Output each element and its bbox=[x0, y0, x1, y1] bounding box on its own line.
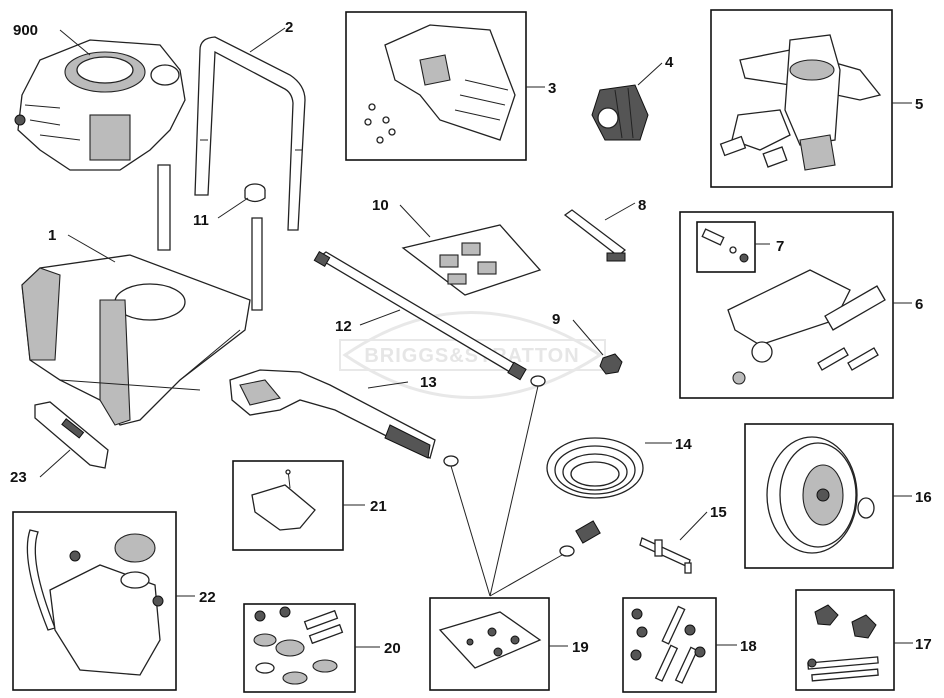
part-6-unloader[interactable] bbox=[727, 269, 886, 385]
part-6-box bbox=[679, 211, 894, 399]
label-18: 18 bbox=[740, 638, 757, 655]
label-11: 11 bbox=[193, 212, 209, 229]
part-19-box bbox=[429, 597, 550, 691]
part-14-hose[interactable] bbox=[546, 437, 644, 544]
label-10: 10 bbox=[372, 197, 389, 214]
watermark-text: BRIGGS&STRATTON bbox=[364, 345, 579, 367]
o-ring-hose[interactable] bbox=[559, 545, 575, 557]
part-15-axle[interactable] bbox=[639, 537, 692, 574]
part-16-wheel[interactable] bbox=[766, 436, 875, 554]
label-7: 7 bbox=[776, 238, 784, 255]
label-8: 8 bbox=[638, 197, 646, 214]
brand-watermark: BRIGGS&STRATTON bbox=[339, 311, 606, 399]
part-900-engine[interactable] bbox=[14, 39, 186, 171]
label-13: 13 bbox=[420, 374, 437, 391]
part-8-strap[interactable] bbox=[563, 209, 627, 262]
part-19-o-ring-kit[interactable] bbox=[438, 611, 542, 669]
part-21-cover[interactable] bbox=[251, 469, 316, 531]
part-7-valve[interactable] bbox=[701, 228, 749, 263]
part-5-box bbox=[710, 9, 893, 188]
part-3-bracket[interactable] bbox=[364, 24, 516, 144]
part-22-box bbox=[12, 511, 177, 691]
part-23-plate[interactable] bbox=[34, 401, 109, 469]
label-21: 21 bbox=[370, 498, 387, 515]
part-9-nut[interactable] bbox=[599, 353, 623, 375]
label-2: 2 bbox=[285, 19, 293, 36]
part-19-leader-lines bbox=[450, 385, 563, 597]
part-7-box bbox=[696, 221, 756, 273]
part-3-box bbox=[345, 11, 527, 161]
label-19: 19 bbox=[572, 639, 589, 656]
part-4-nozzle[interactable] bbox=[591, 84, 649, 141]
part-11-cap[interactable] bbox=[244, 183, 266, 203]
label-14: 14 bbox=[675, 436, 692, 453]
label-16: 16 bbox=[915, 489, 932, 506]
label-3: 3 bbox=[548, 80, 556, 97]
part-5-pump[interactable] bbox=[719, 34, 882, 171]
label-4: 4 bbox=[665, 54, 674, 71]
o-ring-gun[interactable] bbox=[443, 455, 459, 467]
part-13-spray-gun[interactable] bbox=[229, 369, 436, 459]
label-1: 1 bbox=[48, 227, 56, 244]
part-1-frame[interactable] bbox=[21, 164, 263, 426]
label-6: 6 bbox=[915, 296, 923, 313]
label-9: 9 bbox=[552, 311, 560, 328]
label-15: 15 bbox=[710, 504, 727, 521]
part-2-handle[interactable] bbox=[194, 36, 306, 231]
part-20-box bbox=[243, 603, 356, 693]
part-18-bolts[interactable] bbox=[630, 605, 706, 684]
part-17-knobs[interactable] bbox=[807, 604, 879, 682]
label-5: 5 bbox=[915, 96, 923, 113]
label-20: 20 bbox=[384, 640, 401, 657]
label-900: 900 bbox=[13, 22, 38, 39]
part-22-fuel-tank[interactable] bbox=[26, 529, 164, 676]
label-17: 17 bbox=[915, 636, 932, 653]
o-ring-lance[interactable] bbox=[530, 375, 546, 387]
part-20-isolators[interactable] bbox=[253, 606, 344, 685]
label-22: 22 bbox=[199, 589, 216, 606]
part-17-box bbox=[795, 589, 895, 691]
label-23: 23 bbox=[10, 469, 27, 486]
label-12: 12 bbox=[335, 318, 352, 335]
part-12-lance[interactable] bbox=[313, 250, 527, 381]
part-10-fittings-bag[interactable] bbox=[401, 224, 542, 296]
